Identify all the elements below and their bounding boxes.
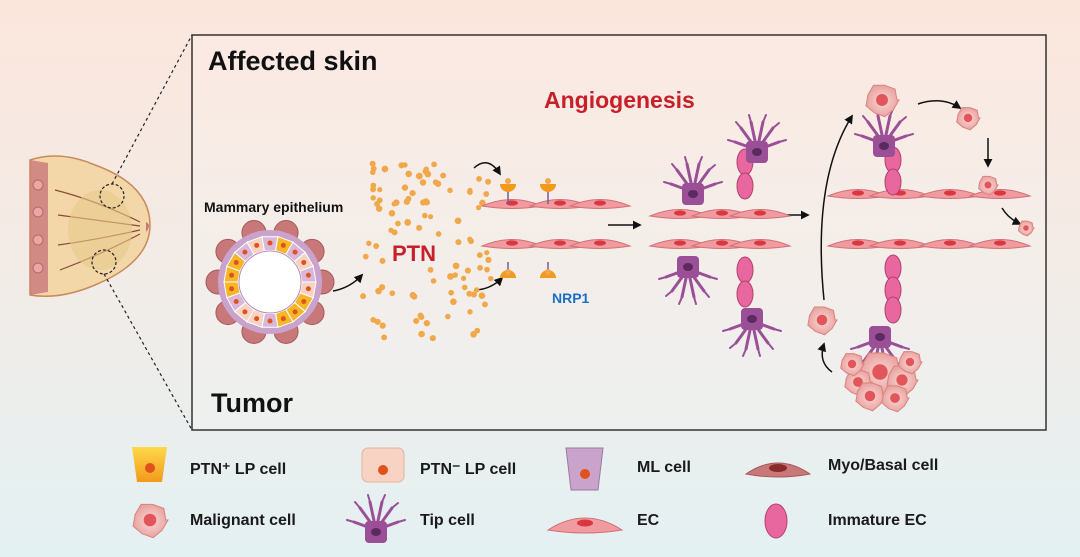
arrow-to-top-malignant [820, 114, 853, 301]
legend-icon-ml-cell [565, 447, 604, 491]
nrp1-receptor [540, 184, 556, 192]
malignant-cell [855, 382, 886, 412]
breast-illustration [29, 155, 151, 297]
tumor-label: Tumor [211, 388, 293, 418]
legend-label-ptn-neg: PTN⁻ LP cell [420, 461, 517, 478]
malignant-cells [807, 84, 1035, 413]
nrp1-label: NRP1 [552, 290, 590, 306]
nrp1-receptor [500, 184, 516, 192]
malignant-cell [881, 385, 910, 413]
legend-label-myo-basal: Myo/Basal cell [828, 457, 939, 474]
vessel-stage-1 [481, 178, 631, 278]
legend-icon-ptn-pos [132, 447, 167, 482]
legend-icon-malignant [132, 503, 169, 539]
legend-icon-tip-cell [345, 493, 407, 545]
arrow-malignant-migrate-1 [917, 100, 962, 109]
legend-icon-myo-basal [744, 462, 812, 478]
legend-icon-immature-ec [764, 503, 788, 539]
arrow-malignant-migrate-3 [1001, 207, 1022, 225]
mammary-epithelium-label: Mammary epithelium [204, 199, 344, 215]
zoom-line-top [111, 34, 193, 185]
malignant-cell [840, 353, 865, 377]
arrow-tumor-to-cluster [817, 342, 833, 373]
ptn-label: PTN [392, 241, 436, 266]
mammary-epithelium [205, 220, 335, 344]
legend-icon-ec [546, 517, 624, 534]
malignant-cell [978, 175, 999, 196]
angiogenesis-label: Angiogenesis [544, 87, 695, 113]
malignant-cell [132, 503, 169, 539]
legend-label-ptn-pos: PTN⁺ LP cell [190, 461, 287, 478]
affected-skin-label: Affected skin [208, 46, 378, 76]
arrow-ptn-binding-top [473, 162, 501, 176]
legend-icon-ptn-neg [361, 447, 405, 483]
malignant-cell [956, 107, 981, 131]
ptn-dots [360, 160, 494, 342]
legend-icons [132, 447, 812, 545]
malignant-cell [898, 351, 923, 375]
legend-label-malignant: Malignant cell [190, 512, 296, 529]
legend-label-ml-cell: ML cell [637, 459, 691, 476]
malignant-cell [865, 84, 900, 118]
arrow-epithelium-to-ptn [332, 273, 364, 292]
malignant-cell [1017, 220, 1035, 237]
malignant-cell [807, 306, 838, 336]
legend-label-ec: EC [637, 512, 660, 529]
zoom-line-bottom [103, 273, 193, 431]
legend-label-immature-ec: Immature EC [828, 512, 927, 529]
legend-label-tip-cell: Tip cell [420, 512, 475, 529]
